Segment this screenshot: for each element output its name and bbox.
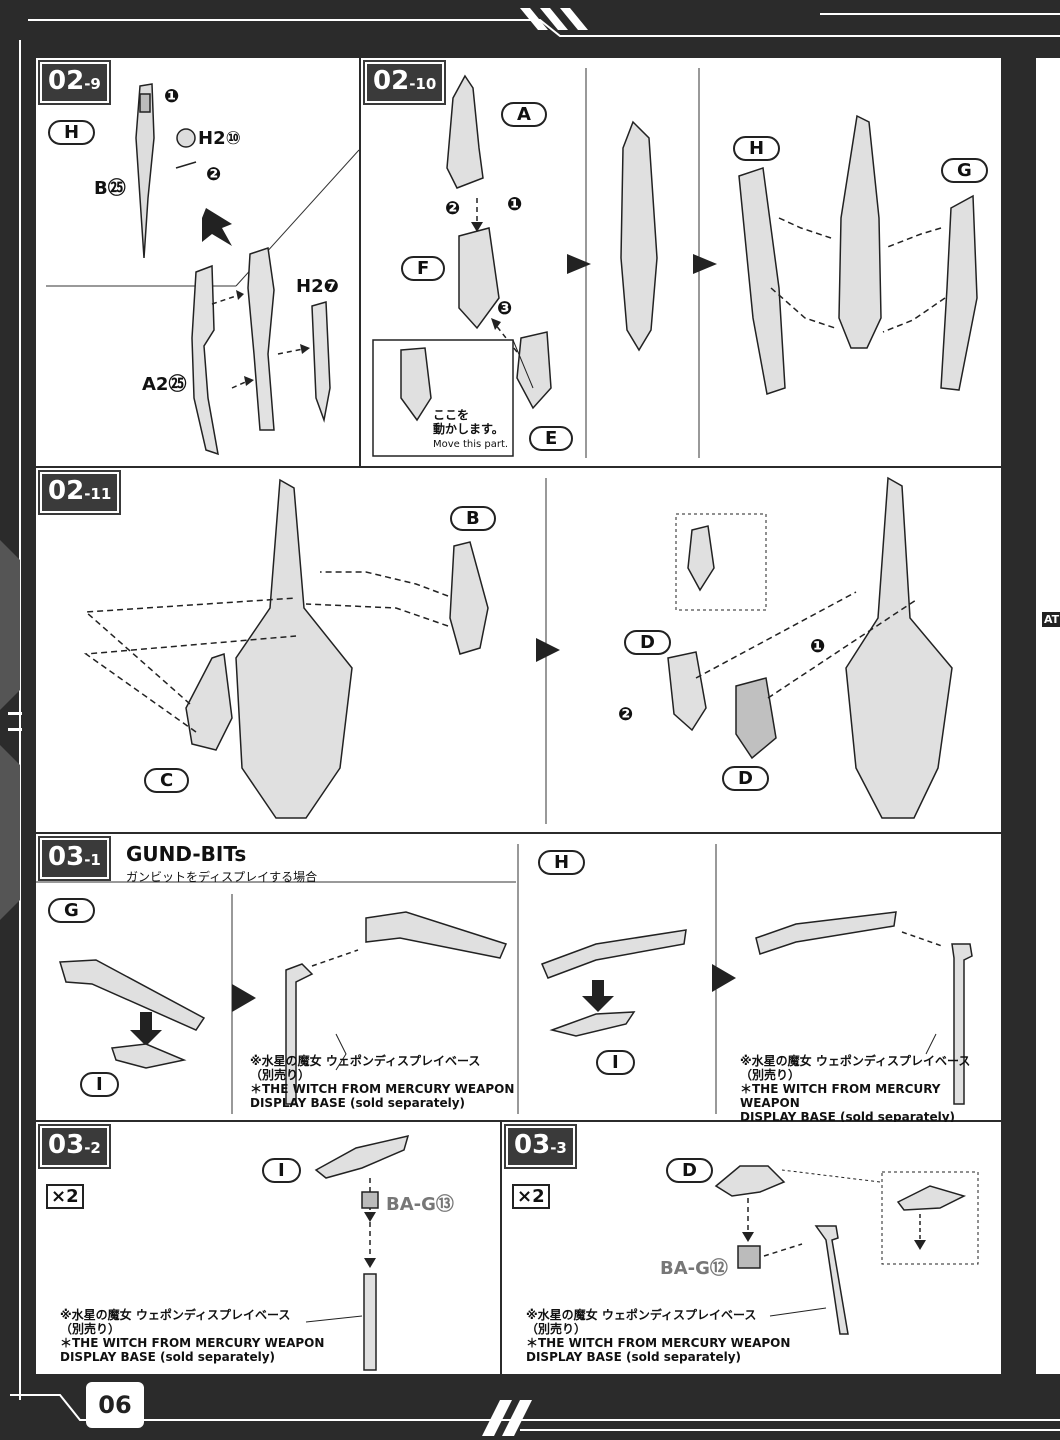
- part-i: [314, 1134, 410, 1179]
- runner-tag-f: F: [401, 256, 446, 281]
- gund-bit-g: [59, 959, 206, 1031]
- display-base-note: ※水星の魔女 ウェポンディスプレイベース （別売り） ＊THE WITCH FR…: [526, 1308, 791, 1364]
- inset-box: [675, 513, 767, 611]
- step-badge: 03-3: [504, 1124, 577, 1169]
- right-wing-g: [940, 194, 978, 391]
- quantity-multiplier: ×2: [46, 1184, 84, 1209]
- step-02-11-panel: 02-11 B C D D ❶ ❷: [36, 468, 1001, 832]
- step-03-2-illustration: [305, 1134, 410, 1371]
- inset-note-jp: ここを 動かします。: [433, 408, 504, 436]
- part-b: [449, 541, 489, 655]
- step-badge: 02-9: [38, 60, 111, 105]
- step-marker-2: ❷: [445, 198, 461, 219]
- runner-tag-c: C: [144, 768, 190, 793]
- display-base-note: ※水星の魔女 ウェポンディスプレイベース （別売り） ＊THE WITCH FR…: [60, 1308, 325, 1364]
- runner-tag-d-upper: D: [624, 630, 671, 655]
- part-d: [714, 1165, 786, 1197]
- step-marker-1: ❶: [810, 636, 826, 657]
- display-base-left: [285, 963, 314, 1105]
- page-number: 06: [86, 1382, 144, 1428]
- quantity-multiplier: ×2: [512, 1184, 550, 1209]
- runner-tag-g: G: [941, 158, 988, 183]
- left-wing-h: [738, 167, 786, 395]
- part-code-h27: H2❼: [296, 276, 339, 297]
- gund-bit-assembled-right: [755, 911, 897, 955]
- step-03-1-illustration: [36, 844, 973, 1114]
- step-marker-1: ❶: [507, 194, 523, 215]
- part-i-left: [110, 1043, 187, 1069]
- step-marker-1: ❶: [164, 86, 180, 107]
- step-badge: 02-11: [37, 470, 122, 515]
- display-base: [363, 1273, 377, 1371]
- runner-tag-e: E: [529, 426, 574, 451]
- step-03-3-panel: 03-3 ×2 D BA-G⑫ ※水星の魔女 ウェポンディスプレイベース （別売…: [502, 1122, 1001, 1374]
- part-code-ba-g13: BA-G⑬: [386, 1194, 454, 1215]
- inset-note-en: Move this part.: [433, 439, 509, 450]
- step-02-11-illustration: [83, 476, 953, 824]
- runner-tag-b: B: [450, 506, 496, 531]
- part-code-ba-g12: BA-G⑫: [660, 1258, 728, 1279]
- step-02-10-illustration: [372, 68, 978, 458]
- gund-bit-h: [540, 929, 687, 979]
- step-badge: 02-10: [362, 60, 447, 105]
- part-a-assembly: [446, 74, 484, 189]
- side-tab-label: AT: [1042, 612, 1060, 627]
- runner-tag-d: D: [666, 1158, 713, 1183]
- runner-tag-d-lower: D: [722, 766, 769, 791]
- main-body-left: [235, 478, 353, 819]
- step-03-2-panel: 03-2 ×2 I BA-G⑬ ※水星の魔女 ウェポンディスプレイベース （別売…: [36, 1122, 500, 1374]
- runner-tag-a: A: [501, 102, 547, 127]
- display-base: [814, 1225, 849, 1335]
- step-title: GUND-BITs: [126, 842, 247, 866]
- runner-tag-i-left: I: [80, 1072, 119, 1097]
- display-base-right: [951, 943, 973, 1105]
- step-03-3-illustration: [714, 1165, 979, 1335]
- step-badge: 03-1: [38, 836, 111, 881]
- inset-box: [372, 339, 514, 457]
- part-d-left: [667, 651, 707, 732]
- step-03-1-panel: 03-1 GUND-BITs ガンビットをディスプレイする場合 G I H I …: [36, 834, 1001, 1124]
- step-subtitle: ガンビットをディスプレイする場合: [126, 870, 318, 884]
- runner-tag-h: H: [538, 850, 586, 875]
- part-d-right: [735, 677, 777, 760]
- runner-tag-g: G: [48, 898, 95, 923]
- small-part-h210: [176, 128, 196, 148]
- part-f: [458, 227, 500, 330]
- step-02-10-panel: 02-10 A F E H G ここを 動かします。 Move this par…: [361, 58, 1001, 466]
- display-base-note-left: ※水星の魔女 ウェポンディスプレイベース （別売り） ＊THE WITCH FR…: [250, 1054, 515, 1110]
- combined-assembly: [620, 120, 658, 352]
- part-code-a225: A2㉕: [142, 374, 187, 395]
- part-code-b25: B㉕: [94, 178, 126, 199]
- step-02-9-panel: 02-9 H B㉕ H2⑩ H2❼ A2㉕ ❶ ❷: [36, 58, 360, 466]
- center-body: [838, 114, 882, 349]
- next-page-panel-strip: [1036, 58, 1060, 1374]
- step-marker-3: ❸: [497, 298, 513, 319]
- runner-tag-i: I: [262, 1158, 301, 1183]
- step-marker-2: ❷: [618, 704, 634, 725]
- part-i-right: [549, 1011, 636, 1037]
- blade-part: [135, 83, 155, 259]
- step-marker-2: ❷: [206, 164, 222, 185]
- part-e: [516, 331, 552, 410]
- step-02-9-illustration: [46, 83, 360, 456]
- inset-box: [881, 1171, 979, 1265]
- direction-arrow: [202, 208, 232, 246]
- part-c: [185, 652, 233, 751]
- part-ba-g12: [737, 1245, 761, 1269]
- part-ba-g13: [361, 1191, 379, 1209]
- runner-tag-h: H: [48, 120, 96, 145]
- main-body-right: [845, 476, 953, 819]
- gund-bit-assembled-left: [365, 911, 508, 959]
- runner-tag-i-right: I: [596, 1050, 635, 1075]
- blade-assembly: [191, 247, 331, 456]
- part-code-h210: H2⑩: [198, 128, 241, 149]
- runner-tag-h: H: [733, 136, 781, 161]
- display-base-note-right: ※水星の魔女 ウェポンディスプレイベース （別売り） ＊THE WITCH FR…: [740, 1054, 971, 1124]
- step-badge: 03-2: [38, 1124, 111, 1169]
